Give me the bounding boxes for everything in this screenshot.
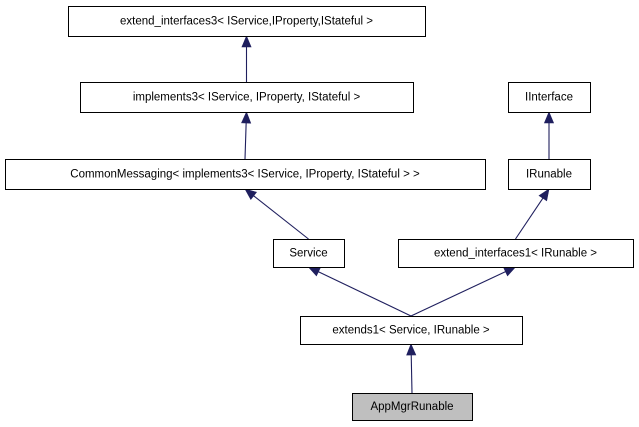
uml-node-CommonMessaging[interactable]: CommonMessaging< implements3< IService, … [5, 159, 486, 190]
edge-line [515, 197, 544, 240]
node-label-IInterface: IInterface [525, 92, 573, 104]
node-label-implements3: implements3< IService, IProperty, IState… [133, 92, 361, 104]
uml-node-IRunable[interactable]: IRunable [508, 159, 591, 190]
inheritance-arrow-head [241, 111, 252, 124]
inheritance-arrow-head [241, 35, 252, 48]
node-label-Service: Service [289, 248, 327, 260]
node-box-implements3 [80, 82, 414, 113]
uml-node-extend_interfaces1[interactable]: extend_interfaces1< IRunable > [398, 239, 634, 268]
inheritance-arrow-head [307, 266, 321, 277]
edge-line [253, 195, 309, 240]
inheritance-edge-extend_interfaces1-to-IRunable [515, 188, 550, 240]
inheritance-arrow-head [503, 266, 517, 277]
inheritance-arrow-head [244, 188, 258, 200]
edge-line [410, 271, 506, 317]
node-label-CommonMessaging: CommonMessaging< implements3< IService, … [70, 169, 420, 181]
inheritance-arrow-head [543, 111, 555, 124]
uml-node-implements3[interactable]: implements3< IService, IProperty, IState… [80, 82, 414, 113]
inheritance-arrow-head [538, 188, 550, 202]
edge-line [410, 354, 413, 394]
uml-node-extend_interfaces3[interactable]: extend_interfaces3< IService,IProperty,I… [68, 6, 426, 37]
edge-layer [241, 35, 555, 394]
edge-line [318, 271, 412, 317]
inheritance-edge-AppMgrRunable-to-extends1 [406, 343, 417, 394]
uml-node-IInterface[interactable]: IInterface [508, 82, 591, 113]
node-box-AppMgrRunable [352, 393, 473, 421]
node-label-AppMgrRunable: AppMgrRunable [370, 401, 453, 413]
inheritance-arrow-head [406, 343, 417, 356]
node-label-extend_interfaces3: extend_interfaces3< IService,IProperty,I… [120, 16, 373, 28]
node-box-Service [273, 239, 345, 268]
inheritance-edge-extends1-to-Service [307, 266, 412, 317]
uml-node-Service[interactable]: Service [273, 239, 345, 268]
uml-node-extends1[interactable]: extends1< Service, IRunable > [300, 316, 523, 345]
inheritance-edge-IRunable-to-IInterface [543, 111, 555, 159]
node-box-CommonMessaging [5, 159, 486, 190]
node-label-IRunable: IRunable [526, 169, 572, 181]
node-box-IRunable [508, 159, 591, 190]
node-layer: extend_interfaces3< IService,IProperty,I… [5, 6, 634, 421]
node-box-extend_interfaces3 [68, 6, 426, 37]
node-box-IInterface [508, 82, 591, 113]
node-label-extend_interfaces1: extend_interfaces1< IRunable > [434, 248, 597, 260]
uml-node-AppMgrRunable[interactable]: AppMgrRunable [352, 393, 473, 421]
node-box-extend_interfaces1 [398, 239, 634, 268]
inheritance-edge-implements3-to-extend_interfaces3 [241, 35, 252, 82]
inheritance-edge-Service-to-CommonMessaging [244, 188, 309, 240]
node-label-extends1: extends1< Service, IRunable > [332, 325, 490, 337]
node-box-extends1 [300, 316, 523, 345]
inheritance-edge-extends1-to-extend_interfaces1 [410, 266, 517, 317]
inheritance-edge-CommonMessaging-to-implements3 [241, 111, 252, 160]
edge-line [244, 122, 247, 160]
